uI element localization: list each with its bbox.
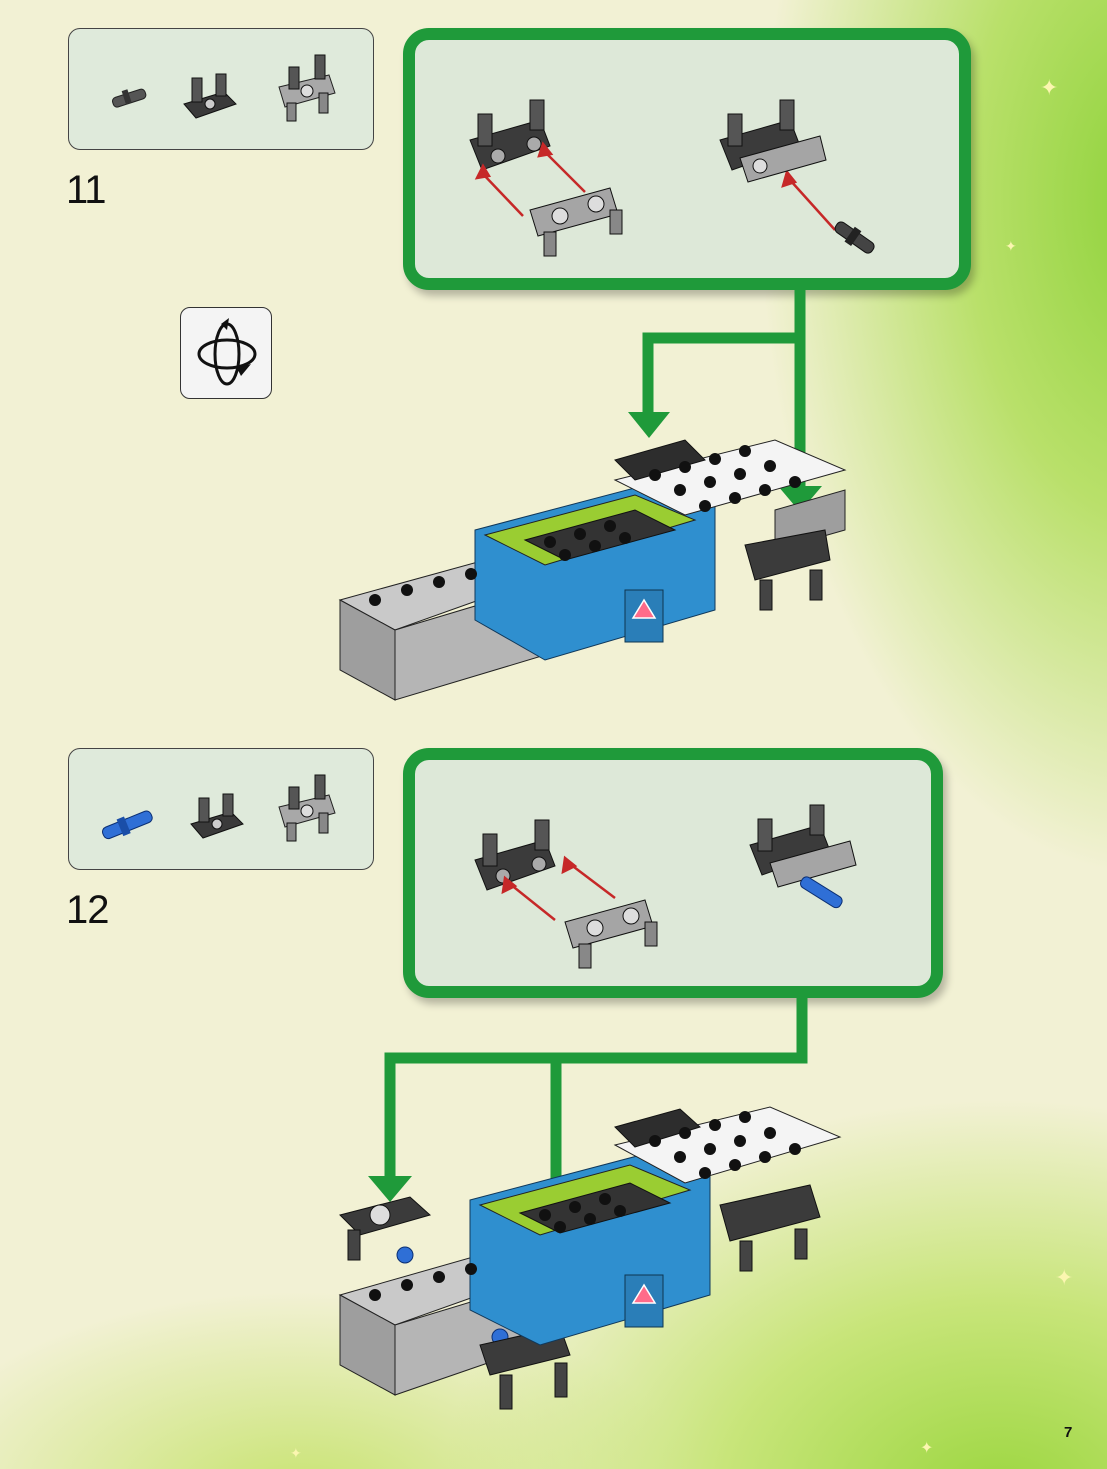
page-number: 7 bbox=[1064, 1424, 1072, 1441]
model-assembly-step-12 bbox=[330, 1105, 850, 1425]
